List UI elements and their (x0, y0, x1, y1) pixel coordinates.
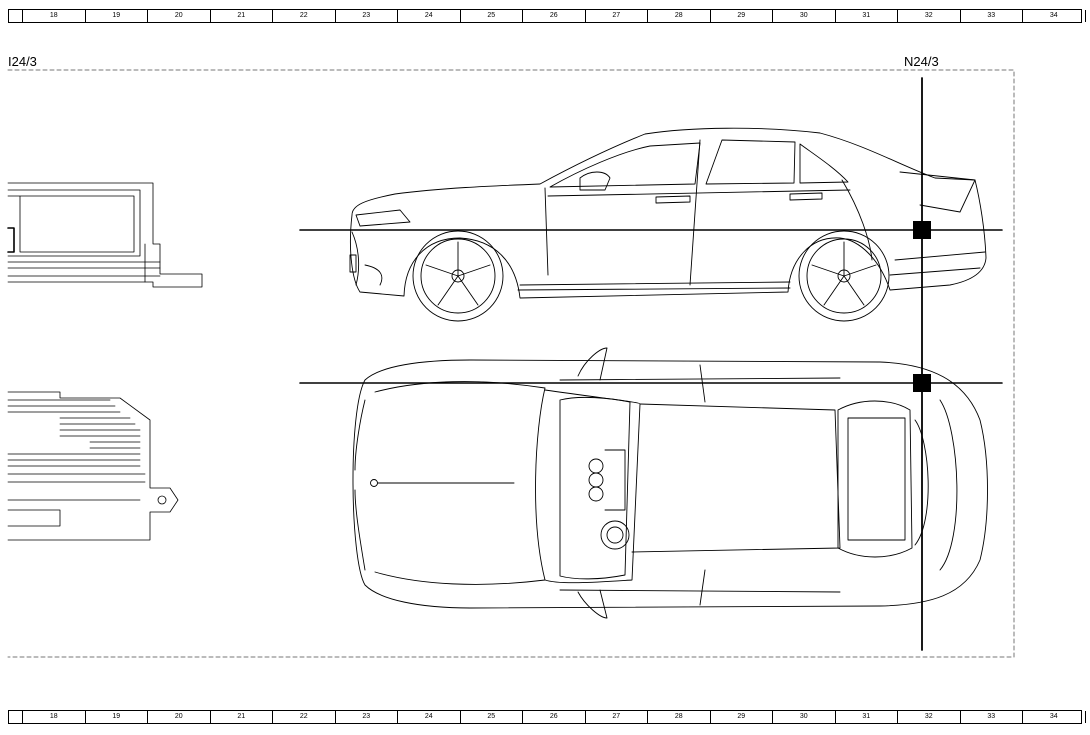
ruler-cell: 20 (148, 711, 211, 723)
ruler-cell: 18 (23, 711, 86, 723)
ruler-cell: 27 (586, 10, 648, 22)
ruler-cell: 26 (523, 711, 586, 723)
component-label-right: N24/3 (904, 54, 939, 69)
ruler-cell: 20 (148, 10, 211, 22)
ruler-cell: 25 (461, 10, 523, 22)
ruler-cell: 22 (273, 10, 336, 22)
ruler-cell: 30 (773, 10, 836, 22)
component-location-marker (299, 77, 1003, 651)
ruler-cell: 32 (898, 711, 961, 723)
ruler-cell: 24 (398, 711, 461, 723)
ruler-cell: 33 (961, 711, 1023, 723)
ruler-cell: 18 (23, 10, 86, 22)
ruler-cell: 25 (461, 711, 523, 723)
ruler-cell: 34 (1023, 711, 1086, 723)
ruler-cell: 30 (773, 711, 836, 723)
ruler-cell: 31 (836, 711, 898, 723)
ruler-cell: 23 (336, 10, 398, 22)
ruler-cell: 19 (86, 10, 148, 22)
ruler-cell: 28 (648, 10, 711, 22)
component-label-left: I24/3 (8, 54, 37, 69)
ruler-cell: 24 (398, 10, 461, 22)
ruler-cell: 26 (523, 10, 586, 22)
ruler-cell: 27 (586, 711, 648, 723)
location-square-side (913, 221, 931, 239)
component-frame (7, 69, 1015, 658)
ruler-cell: 21 (211, 10, 273, 22)
control-unit-top-icon (7, 391, 179, 541)
control-unit-icon (7, 182, 203, 288)
ruler-edge (9, 711, 23, 723)
ruler-cell: 23 (336, 711, 398, 723)
ruler-cell: 19 (86, 711, 148, 723)
ruler-edge (9, 10, 23, 22)
car-top-view-icon (352, 347, 988, 619)
ruler-cell: 28 (648, 711, 711, 723)
ruler-cell: 22 (273, 711, 336, 723)
location-square-top (913, 374, 931, 392)
ruler-cell: 29 (711, 711, 773, 723)
ruler-cell: 33 (961, 10, 1023, 22)
ruler-cell: 21 (211, 711, 273, 723)
ruler-cell: 34 (1023, 10, 1086, 22)
ruler-cell: 31 (836, 10, 898, 22)
car-side-view-icon (349, 127, 987, 322)
ruler-cell: 29 (711, 10, 773, 22)
ruler-cell: 32 (898, 10, 961, 22)
